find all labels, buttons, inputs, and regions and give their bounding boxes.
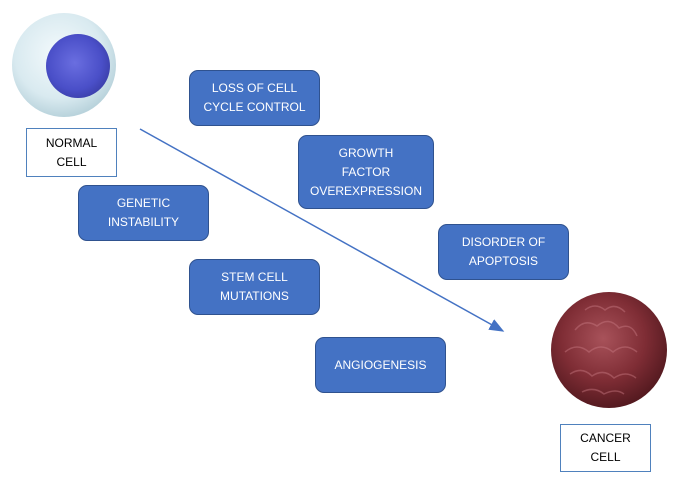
factor-genetic-instability: GENETIC INSTABILITY	[78, 185, 209, 241]
factor-text: STEM CELL MUTATIONS	[220, 270, 289, 303]
normal-cell-label-text: NORMAL CELL	[45, 135, 98, 169]
factor-text: GROWTH FACTOR OVEREXPRESSION	[309, 145, 423, 198]
cancer-cell-label-text: CANCER CELL	[580, 431, 631, 464]
normal-cell-image	[12, 13, 116, 117]
normal-cell-label: NORMAL CELL	[26, 128, 117, 177]
factor-loss-of-cell-cycle-control: LOSS OF CELL CYCLE CONTROL	[189, 70, 320, 126]
cancer-cell-label: CANCER CELL	[560, 424, 651, 472]
factor-stem-cell-mutations: STEM CELL MUTATIONS	[189, 259, 320, 315]
factor-growth-factor-overexpression: GROWTH FACTOR OVEREXPRESSION	[298, 135, 434, 209]
factor-text: GENETIC INSTABILITY	[107, 196, 180, 229]
progression-arrow	[139, 128, 505, 332]
factor-text: LOSS OF CELL CYCLE CONTROL	[203, 81, 306, 114]
factor-disorder-of-apoptosis: DISORDER OF APOPTOSIS	[438, 224, 569, 280]
factor-text: ANGIOGENESIS	[334, 357, 427, 372]
factor-text: DISORDER OF APOPTOSIS	[461, 235, 546, 268]
cancer-cell-image	[551, 292, 667, 408]
factor-angiogenesis: ANGIOGENESIS	[315, 337, 446, 393]
